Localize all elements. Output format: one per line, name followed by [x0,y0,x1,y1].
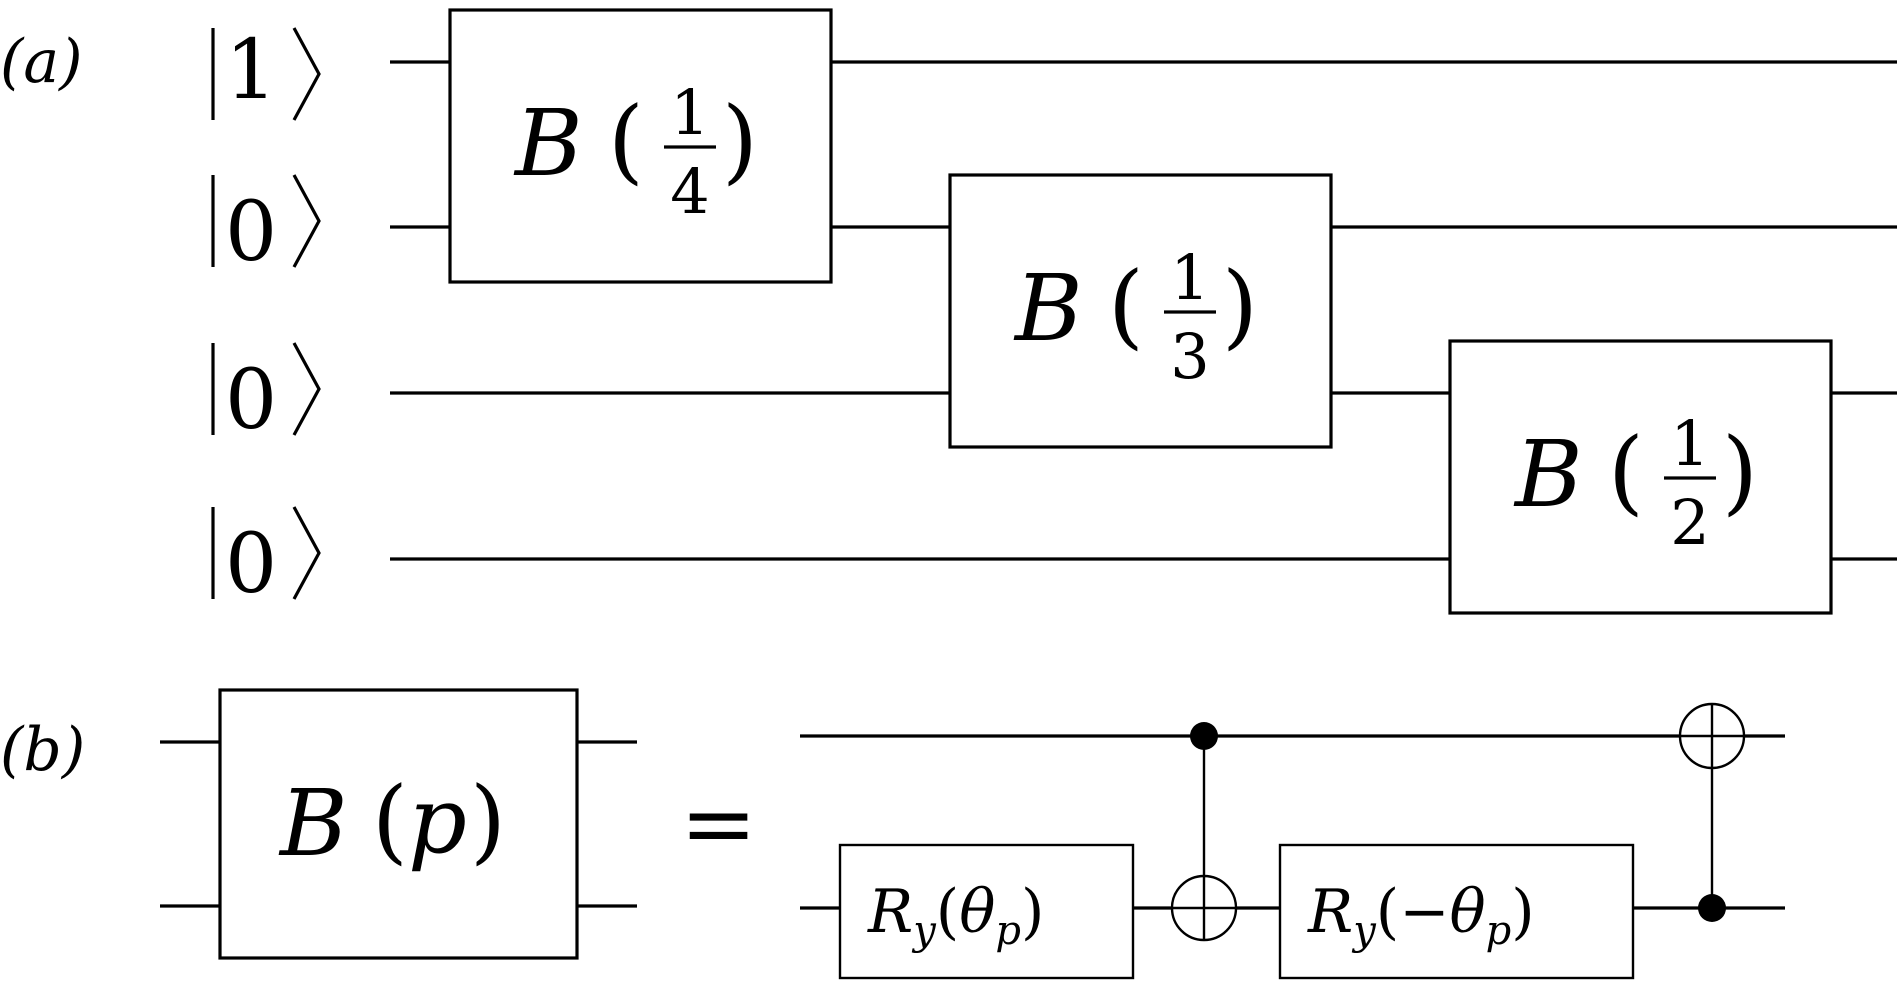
input-ket-3: 0 [211,506,321,612]
gate-b-quarter-lparen: ( [608,87,644,194]
gate-b-p-name: B [278,770,348,877]
gate-b-p-arg: p [408,767,467,874]
gate-b-half: B ( 1 2 ) [1448,339,1833,615]
input-ket-1: 0 [211,174,321,280]
ry-neg-name: R [1307,877,1353,947]
ry-neg-sub: y [1351,908,1377,954]
gate-b-third-denominator: 3 [1170,320,1209,393]
svg-text:Ry(−θp): Ry(−θp) [1307,877,1535,954]
ry-pos-name: R [867,877,913,947]
gate-b-third-rparen: ) [1222,252,1258,359]
cnot-1 [1170,722,1238,942]
ket-state-0: 1 [225,23,277,118]
panel-b-label: (b) [0,715,85,785]
ry-neg-rparen: ) [1511,877,1534,947]
ry-pos-lparen: ( [936,877,959,947]
ry-pos-sub: y [911,908,937,954]
cnot-2-control-dot [1698,894,1726,922]
gate-b-third-numerator: 1 [1170,241,1209,314]
gate-b-quarter-name: B [513,90,583,197]
gate-b-quarter-rparen: ) [722,87,758,194]
gate-b-third: B ( 1 3 ) [948,173,1333,449]
ry-neg-lparen: ( [1376,877,1399,947]
cnot-1-control-dot [1190,722,1218,750]
svg-text:Ry(θp): Ry(θp) [867,877,1044,954]
ry-pos-arg: θ [959,877,995,947]
gate-b-quarter-denominator: 4 [670,155,709,228]
ket-state-3: 0 [225,517,277,612]
gate-b-p: B ( p ) [218,688,579,960]
gate-b-half-rparen: ) [1722,418,1758,525]
gate-b-quarter-numerator: 1 [670,76,709,149]
gate-b-p-lparen: ( [372,767,408,874]
gate-b-half-numerator: 1 [1670,407,1709,480]
ry-neg-arg-sub: p [1486,908,1512,954]
ry-pos-arg-sub: p [995,908,1021,954]
ry-neg-arg: −θ [1399,877,1485,947]
ket-state-1: 0 [225,185,277,280]
gate-b-half-denominator: 2 [1670,486,1709,559]
gate-b-half-name: B [1513,421,1583,528]
panel-a-label: (a) [0,27,83,97]
panel-a: (a) 1 0 0 0 B ( [0,8,1897,615]
input-ket-2: 0 [211,342,321,448]
gate-b-p-rparen: ) [470,767,506,874]
gate-b-third-lparen: ( [1108,252,1144,359]
gate-b-third-name: B [1013,255,1083,362]
equals-sign: = [680,770,757,877]
gate-ry-pos: Ry(θp) [838,843,1135,980]
panel-b: (b) B ( p ) = Ry(θp) [0,688,1785,980]
input-ket-0: 1 [211,23,321,121]
cnot-2 [1678,702,1746,922]
gate-b-quarter: B ( 1 4 ) [448,8,833,284]
gate-ry-neg: Ry(−θp) [1278,843,1635,980]
gate-b-half-lparen: ( [1608,418,1644,525]
ry-pos-rparen: ) [1021,877,1044,947]
ket-state-2: 0 [225,353,277,448]
